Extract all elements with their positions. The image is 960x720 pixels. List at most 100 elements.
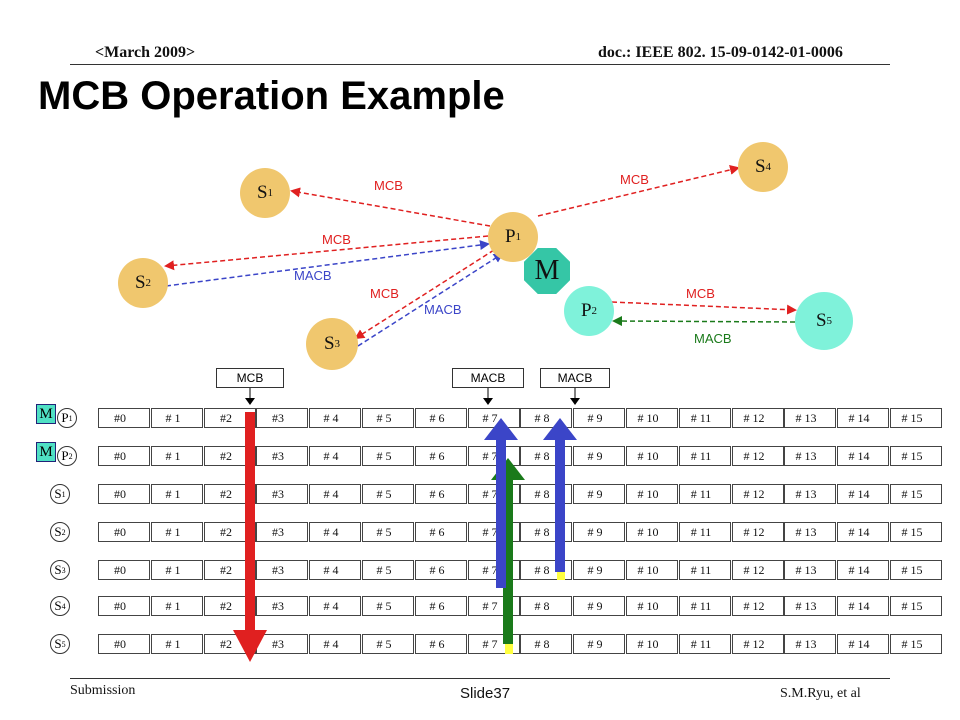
slot-cell: # 11: [679, 634, 723, 654]
slot-cell: # 8: [520, 446, 564, 466]
slot-cell: # 11: [679, 408, 723, 428]
slot-cell-tab: [719, 408, 731, 428]
timeline-row-label-base: S: [54, 486, 62, 501]
slot-cell: #2: [204, 484, 248, 504]
timeline-row-badge: M: [36, 442, 56, 462]
slot-cell-tab: [877, 634, 889, 654]
label-mcb-s4: MCB: [620, 172, 649, 187]
slot-cell: # 10: [626, 634, 670, 654]
timeline-row-label-sub: 4: [61, 601, 66, 611]
slot-cell: # 5: [362, 446, 406, 466]
slot-cell-tab: [455, 596, 467, 616]
highlight-s5-slot7: [505, 642, 513, 654]
marker-box-macb-1: MACB: [452, 368, 524, 388]
slot-cell-tab: [930, 522, 942, 542]
slot-cell-tab: [138, 484, 150, 504]
slot-cell-tab: [138, 560, 150, 580]
marker-pointer-macb-1-head: [483, 398, 493, 405]
slot-cell: # 6: [415, 484, 459, 504]
timeline-row-label-base: S: [54, 598, 62, 613]
macb-arrow-s3-p1: [357, 252, 504, 347]
slot-cell-tab: [191, 634, 203, 654]
slot-cell-tab: [824, 634, 836, 654]
slot-cell-tab: [930, 560, 942, 580]
mcb-arrow-p1-s2: [164, 235, 489, 271]
timeline-row-label-base: S: [54, 636, 62, 651]
node-p1-sub: 1: [515, 231, 522, 243]
slot-cell-tab: [719, 596, 731, 616]
macb-arrow-s2-p1: [165, 240, 490, 287]
slot-cell-tab: [719, 634, 731, 654]
node-s3-sub: 3: [334, 338, 341, 350]
slot-cell-tab: [402, 596, 414, 616]
node-p2-base: P: [580, 300, 592, 321]
slot-cell-tab: [402, 446, 414, 466]
slot-cell-tab: [719, 484, 731, 504]
slot-cell-tab: [138, 522, 150, 542]
macb-arrow-s5-p2: [612, 316, 796, 327]
label-mcb-s5: MCB: [686, 286, 715, 301]
timeline-row-label-base: P: [61, 448, 69, 463]
marker-box-mcb: MCB: [216, 368, 284, 388]
slot-cell-tab: [349, 408, 361, 428]
slot-cell-tab: [455, 446, 467, 466]
slot-cell-tab: [191, 522, 203, 542]
timeline-row-label-base: P: [61, 410, 69, 425]
hub-m: M: [524, 248, 570, 294]
slot-cell-tab: [772, 560, 784, 580]
slot-cell: # 10: [626, 446, 670, 466]
slot-cell-tab: [666, 634, 678, 654]
footer-authors: S.M.Ryu, et al: [780, 686, 861, 701]
node-s1-base: S: [256, 182, 268, 203]
slot-cell-tab: [772, 596, 784, 616]
slot-cell: # 12: [732, 408, 776, 428]
slot-cell: # 15: [890, 522, 934, 542]
node-s4-base: S: [754, 156, 766, 177]
marker-pointer-macb-2-head: [570, 398, 580, 405]
slot-cell: # 15: [890, 560, 934, 580]
slot-cell-tab: [772, 408, 784, 428]
slot-cell: # 14: [837, 484, 881, 504]
slot-cell: #3: [256, 560, 300, 580]
timeline-row-label-sub: 5: [61, 639, 66, 649]
slide-title: MCB Operation Example: [38, 74, 505, 118]
slot-cell: #2: [204, 560, 248, 580]
slot-cell: #2: [204, 408, 248, 428]
slot-cell-tab: [930, 408, 942, 428]
slot-cell-tab: [877, 408, 889, 428]
slot-cell: # 14: [837, 408, 881, 428]
slot-cell: #0: [98, 408, 142, 428]
node-s2-base: S: [134, 272, 146, 293]
slot-cell-tab: [455, 560, 467, 580]
slot-cell-tab: [191, 408, 203, 428]
slot-cell-tab: [772, 522, 784, 542]
slot-cell-tab: [877, 560, 889, 580]
slot-cell: # 5: [362, 522, 406, 542]
slot-cell-tab: [666, 484, 678, 504]
slot-cell-tab: [191, 446, 203, 466]
label-macb-s3: MACB: [424, 302, 462, 317]
slot-cell: # 8: [520, 596, 564, 616]
slot-cell-tab: [613, 634, 625, 654]
slot-cell-tab: [719, 446, 731, 466]
macb-green-shaft: [503, 478, 513, 644]
timeline-row: #0# 1#2#3# 4# 5# 6# 7# 8# 9# 10# 11# 12#…: [98, 596, 942, 616]
slot-cell: # 15: [890, 484, 934, 504]
footer-rule: [70, 678, 890, 679]
macb-blue-shaft-left: [496, 438, 506, 588]
node-p2-sub: 2: [591, 305, 598, 317]
slot-cell-tab: [613, 446, 625, 466]
slot-cell: # 1: [151, 634, 195, 654]
slot-cell-tab: [877, 446, 889, 466]
timeline-row-badge: M: [36, 404, 56, 424]
slot-cell-tab: [455, 484, 467, 504]
slot-cell-tab: [296, 522, 308, 542]
slot-cell: # 8: [520, 522, 564, 542]
highlight-s3-slot8: [557, 570, 565, 580]
